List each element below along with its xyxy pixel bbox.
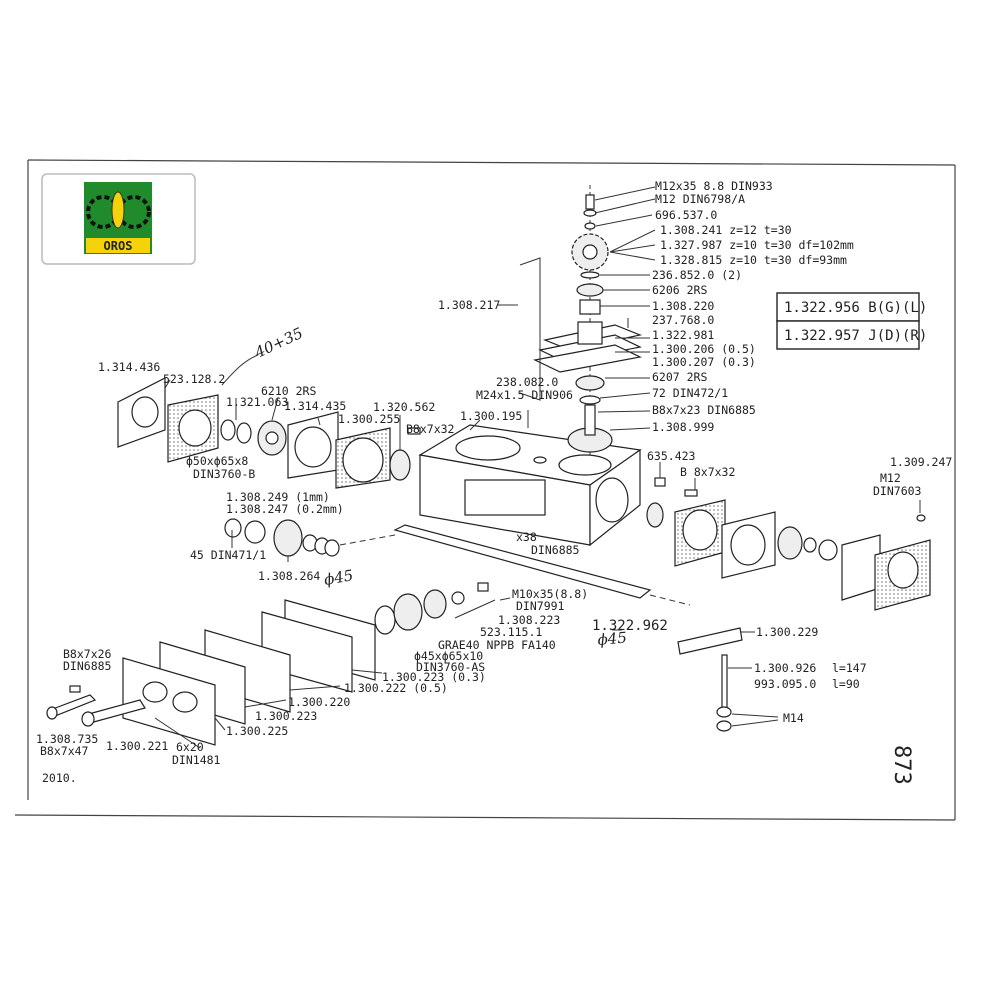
label-1308249: 1.308.249 (1mm): [226, 490, 330, 504]
label-1300225: 1.300.225: [226, 724, 288, 738]
label-m12: M12: [880, 471, 901, 485]
label-sprocket-2: 1.327.987 z=10 t=30 df=102mm: [660, 238, 854, 252]
label-6206: 6206 2RS: [652, 283, 707, 297]
label-1308999: 1.308.999: [652, 420, 714, 434]
label-1300207: 1.300.207 (0.3): [652, 355, 756, 369]
variant-left: 1.322.956 B(G)(L): [784, 300, 927, 316]
stud-bolt-assembly: [677, 627, 743, 732]
label-1300206: 1.300.206 (0.5): [652, 342, 756, 356]
label-1314435: 1.314.435: [284, 399, 346, 413]
lower-bearing-assembly: [374, 582, 489, 635]
label-pin-6x20: 6x20: [176, 740, 204, 754]
label-696537: 696.537.0: [655, 208, 717, 222]
label-din7603: DIN7603: [873, 484, 922, 498]
top-shaft-assembly: [519, 185, 643, 455]
label-sprocket-1: 1.308.241 z=12 t=30: [660, 223, 792, 237]
label-993095: 993.095.0: [754, 677, 816, 691]
label-6210: 6210 2RS: [261, 384, 316, 398]
label-1321063: 1.321.063: [226, 395, 288, 409]
label-m10: M10x35(8.8): [512, 587, 588, 601]
label-din7991: DIN7991: [516, 599, 565, 613]
label-238082: 238.082.0: [496, 375, 558, 389]
label-1308220: 1.308.220: [652, 299, 714, 313]
label-1308247: 1.308.247 (0.2mm): [226, 502, 344, 516]
leader-lines: [154, 186, 921, 749]
label-length-147: l=147: [832, 661, 867, 675]
intermediate-gear-assembly: [224, 518, 340, 557]
label-key-x38: x38: [516, 530, 537, 544]
label-din6885-shaft: DIN6885: [531, 543, 579, 557]
right-output-assembly: [646, 477, 931, 611]
label-1308735: 1.308.735: [36, 732, 98, 746]
output-shaft: [339, 524, 691, 606]
label-din6885-input: DIN6885: [63, 659, 111, 673]
label-1308217: 1.308.217: [438, 298, 500, 312]
page-frame: [14, 159, 956, 821]
label-key-b8x7x23: B8x7x23 DIN6885: [652, 403, 756, 417]
handwritten-diameter-right: ϕ45: [597, 628, 628, 648]
label-key-b8x7x47: B8x7x47: [40, 744, 89, 758]
label-1300195: 1.300.195: [460, 409, 522, 423]
label-key-b8x7x26: B8x7x26: [63, 647, 112, 661]
oros-logo: [41, 173, 196, 265]
label-din3760b: DIN3760-B: [193, 467, 255, 481]
page-number: 873: [889, 745, 914, 785]
label-sprocket-3: 1.328.815 z=10 t=30 df=93mm: [660, 253, 847, 267]
cover-plate-stack: [122, 599, 376, 746]
label-m24: M24x1.5 DIN906: [476, 388, 573, 402]
label-key-b8x7x32-right: B 8x7x32: [680, 465, 735, 479]
label-1300223: 1.300.223: [255, 709, 317, 723]
label-1300220: 1.300.220: [288, 695, 350, 709]
handwritten-diameter-left: ϕ45: [323, 566, 355, 589]
left-input-assembly: [117, 377, 421, 489]
gearbox-housing: [418, 424, 642, 547]
label-m14: M14: [783, 711, 804, 725]
label-237768: 237.768.0: [652, 313, 714, 327]
label-1322981: 1.322.981: [652, 328, 714, 342]
label-1308264: 1.308.264: [258, 569, 320, 583]
year-label: 2010.: [42, 771, 77, 785]
label-top-bolt: M12x35 8.8 DIN933: [655, 179, 773, 193]
label-1320562: 1.320.562: [373, 400, 435, 414]
label-523115: 523.115.1: [480, 625, 542, 639]
label-236852: 236.852.0 (2): [652, 268, 742, 282]
label-1300255: 1.300.255: [338, 412, 400, 426]
label-circlip-72: 72 DIN472/1: [652, 386, 728, 400]
label-523128: 523.128.2: [163, 372, 225, 386]
label-seal-50: ϕ50xϕ65x8: [186, 454, 248, 468]
label-1300926: 1.300.926: [754, 661, 816, 675]
label-1308223: 1.308.223: [498, 613, 560, 627]
label-1322962: 1.322.962: [592, 618, 668, 634]
logo-text: OROS: [104, 239, 133, 253]
label-key-b8x7x32-left: B8x7x32: [406, 422, 454, 436]
handwritten-arrow: [221, 354, 259, 386]
label-din3760as: DIN3760-AS: [416, 660, 485, 674]
label-1300229: 1.300.229: [756, 625, 818, 639]
label-635423: 635.423: [647, 449, 696, 463]
variant-right: 1.322.957 J(D)(R): [784, 328, 927, 344]
pto-input-shafts: [46, 685, 146, 727]
label-1300223-shim: 1.300.223 (0.3): [382, 670, 486, 684]
label-1300221: 1.300.221: [106, 739, 168, 753]
label-length-90: l=90: [832, 677, 860, 691]
label-seal-45: ϕ45xϕ65x10: [414, 649, 483, 663]
variant-table: [776, 292, 920, 350]
label-din1481: DIN1481: [172, 753, 221, 767]
label-top-washer: M12 DIN6798/A: [655, 192, 745, 206]
handwritten-note-top: 40+35: [251, 324, 306, 362]
label-1300222: 1.300.222 (0.5): [344, 681, 448, 695]
label-grae40: GRAE40 NPPB FA140: [438, 638, 556, 652]
label-1309247: 1.309.247: [890, 455, 952, 469]
label-circlip-45: 45 DIN471/1: [190, 548, 266, 562]
label-1314436: 1.314.436: [98, 360, 160, 374]
label-6207: 6207 2RS: [652, 370, 707, 384]
